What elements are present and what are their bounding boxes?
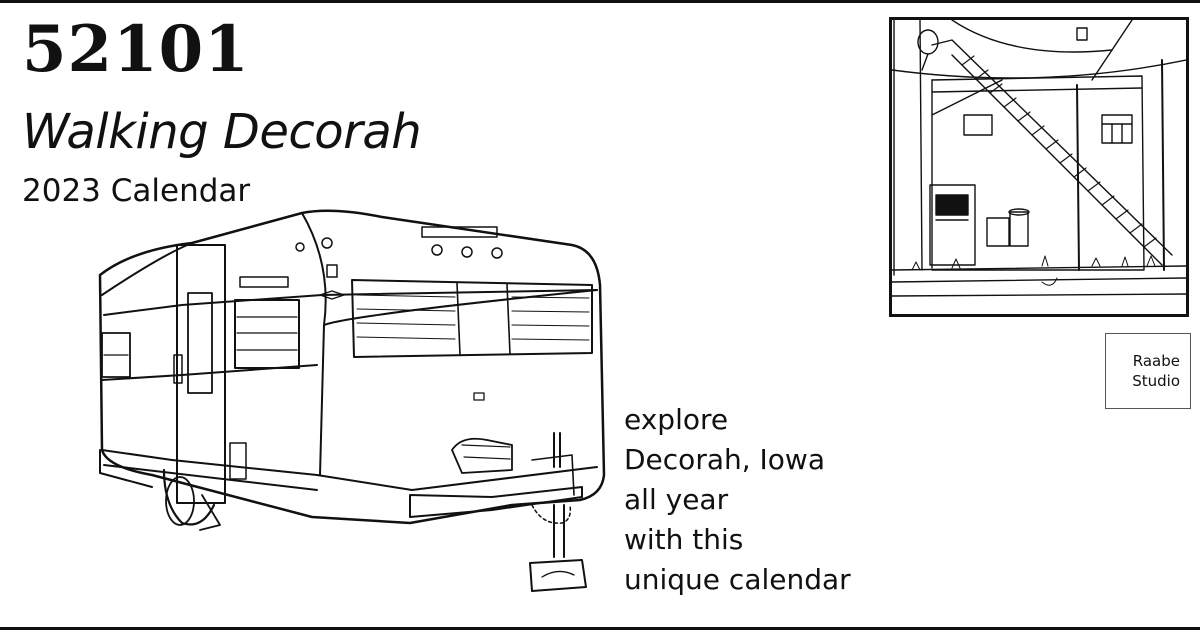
tagline-text: explore Decorah, Iowa all year with this… [624, 400, 851, 600]
tagline-line: all year [624, 483, 729, 516]
top-border-line [0, 0, 1200, 3]
studio-badge-line: Studio [1132, 372, 1180, 390]
calendar-title: Walking Decorah [22, 104, 422, 160]
tagline-line: Decorah, Iowa [624, 443, 825, 476]
camper-trailer-illustration [92, 205, 612, 600]
studio-logo-badge: Raabe Studio [1105, 333, 1191, 409]
bottom-border-line [0, 627, 1200, 630]
tagline-line: explore [624, 403, 729, 436]
studio-badge-line: Raabe [1132, 352, 1180, 370]
zip-code-heading: 52101 [22, 12, 250, 87]
tagline-line: unique calendar [624, 563, 851, 596]
calendar-subtitle: 2023 Calendar [22, 173, 251, 209]
tagline-line: with this [624, 523, 744, 556]
alley-staircase-illustration [889, 17, 1189, 317]
